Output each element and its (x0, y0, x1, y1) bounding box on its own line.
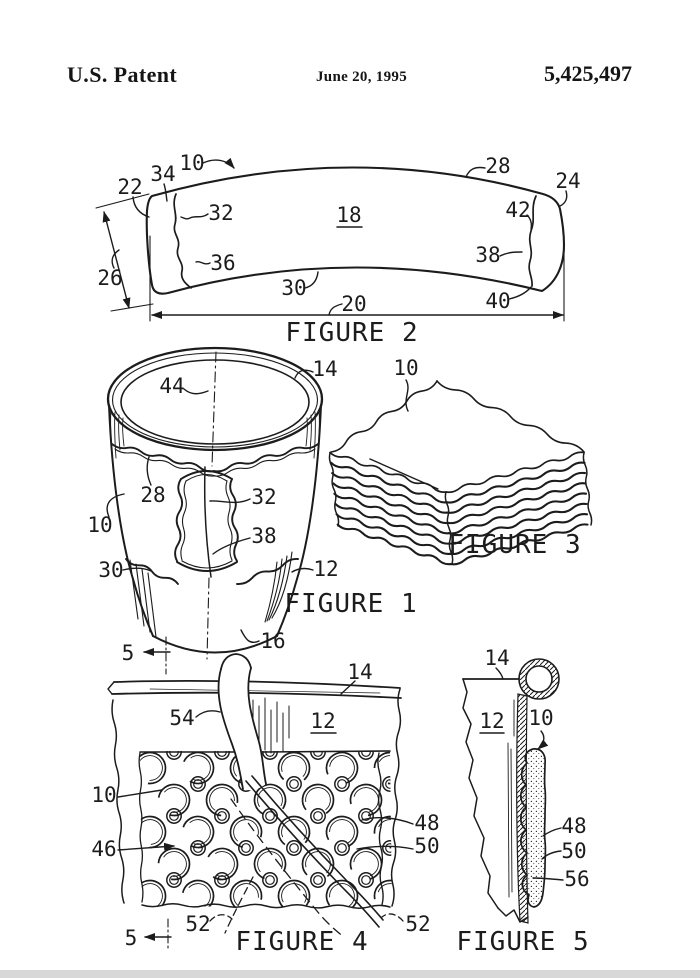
fig4-ref-54: 54 (169, 706, 194, 730)
fig4-reference-numerals: 14 54 12 10 46 48 50 52 52 5 (91, 660, 439, 950)
sleeve-wavy-edges (111, 443, 319, 585)
fig4-section-5: 5 (125, 926, 138, 950)
fig4-ref-10: 10 (91, 783, 116, 807)
fig2-ref-24: 24 (555, 169, 580, 193)
fig2-ref-34: 34 (150, 162, 175, 186)
bubble-field-top-edge (263, 750, 391, 753)
wall-hatch-lines (252, 697, 290, 754)
right-tear-line (528, 195, 537, 287)
cup-surface-hatching (110, 408, 320, 638)
fig1-ref-30: 30 (98, 558, 123, 582)
section-line-marker (144, 918, 172, 952)
fig5-ref-12: 12 (479, 709, 504, 733)
fig1-ref-38: 38 (251, 524, 276, 548)
fig2-ref-36: 36 (210, 251, 235, 275)
fig2-ref-32: 32 (208, 201, 233, 225)
scan-edge-artifact (0, 970, 700, 978)
figure-5-drawing: 14 12 10 48 50 56 FIGURE 5 (456, 646, 589, 957)
fig5-ref-14: 14 (484, 646, 509, 670)
fig1-ref-10: 10 (87, 513, 112, 537)
figure-4-caption: FIGURE 4 (235, 927, 368, 957)
fig2-ref-42: 42 (505, 198, 530, 222)
fig2-ref-26: 26 (97, 266, 122, 290)
fig1-reference-numerals: 44 14 28 10 32 38 30 12 16 5 (87, 357, 338, 665)
fig4-ref-52-right: 52 (405, 912, 430, 936)
fig2-ref-38: 38 (475, 243, 500, 267)
fig1-ref-32: 32 (251, 485, 276, 509)
top-sheet-line (369, 458, 439, 490)
fig2-reference-numerals: 10 34 22 32 36 26 18 30 20 28 24 42 38 4… (97, 151, 580, 316)
fig2-ref-30: 30 (281, 276, 306, 300)
tear-lines-52 (224, 775, 384, 938)
figure-5-caption: FIGURE 5 (456, 927, 589, 957)
sleeve-cross-section (519, 748, 547, 908)
dimension-lines (95, 193, 565, 322)
tear-strip-54 (217, 653, 267, 791)
figure-1-drawing: 44 14 28 10 32 38 30 12 16 5 FIGURE 1 (87, 346, 417, 675)
fig4-ref-52-left: 52 (185, 912, 210, 936)
fig2-ref-28: 28 (485, 154, 510, 178)
patent-number: 5,425,497 (544, 61, 632, 86)
figure-3-caption: FIGURE 3 (448, 530, 581, 560)
fig4-ref-48: 48 (414, 811, 439, 835)
fig5-reference-numerals: 14 12 10 48 50 56 (479, 646, 589, 891)
bubble-pattern (140, 751, 392, 908)
figure-3-drawing: 10 FIGURE 3 (328, 356, 593, 566)
fig2-ref-10: 10 (179, 151, 204, 175)
fig4-ref-50: 50 (414, 834, 439, 858)
figure-2-drawing: 10 34 22 32 36 26 18 30 20 28 24 42 38 4… (95, 151, 581, 348)
fig1-ref-14: 14 (312, 357, 337, 381)
leader-line (405, 379, 409, 412)
fig1-ref-28: 28 (140, 483, 165, 507)
fig3-ref-10: 10 (393, 356, 418, 380)
fig1-ref-16: 16 (260, 629, 285, 653)
sleeve-tear-strip (176, 466, 238, 578)
torn-panel-edges (111, 688, 402, 909)
fig4-ref-14: 14 (347, 660, 372, 684)
leader-lines (479, 667, 564, 881)
fig5-ref-48: 48 (561, 814, 586, 838)
figure-4-drawing: 14 54 12 10 46 48 50 52 52 5 FIGURE 4 (91, 653, 440, 957)
rolled-rim-curl (518, 658, 560, 700)
leader-lines (111, 157, 568, 316)
sleeve-band-outline (145, 166, 566, 295)
fig5-ref-50: 50 (561, 839, 586, 863)
figure-2-caption: FIGURE 2 (285, 318, 418, 348)
fig2-ref-22: 22 (117, 175, 142, 199)
fig5-ref-56: 56 (564, 867, 589, 891)
seam-line (203, 466, 212, 578)
fig4-ref-46: 46 (91, 837, 116, 861)
fig2-ref-40: 40 (485, 289, 510, 313)
fig1-section-5: 5 (122, 641, 135, 665)
sheet-stack (328, 380, 593, 566)
fig1-ref-12: 12 (313, 557, 338, 581)
fig5-ref-10: 10 (528, 706, 553, 730)
leader-lines (106, 369, 314, 644)
left-tear-line (173, 193, 192, 289)
patent-issue-date: June 20, 1995 (316, 69, 407, 85)
fig2-ref-18: 18 (336, 203, 361, 227)
fig2-ref-20: 20 (341, 292, 366, 316)
leader-lines (117, 680, 414, 922)
fig4-ref-12: 12 (310, 709, 335, 733)
section-line-marker (143, 636, 171, 675)
patent-office-title: U.S. Patent (67, 62, 178, 87)
fig1-ref-44: 44 (159, 374, 184, 398)
figure-1-caption: FIGURE 1 (284, 589, 417, 619)
